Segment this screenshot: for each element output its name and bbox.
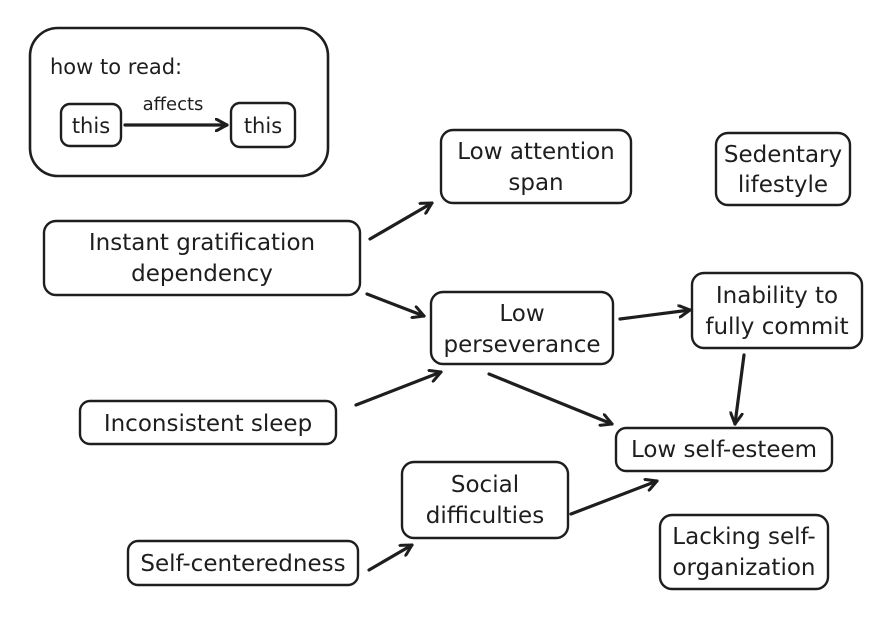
node-social-difficulties-line-1: Social [451, 472, 519, 498]
edge-perseverance-to-commit [618, 310, 692, 321]
node-self-centeredness: Self-centeredness [126, 539, 360, 587]
node-low-self-esteem-label: Low self-esteem [631, 437, 817, 463]
node-social-difficulties-line-2: difficulties [426, 503, 544, 529]
edge-instant-to-perseverance [365, 292, 426, 316]
legend: how to read: this affects this [28, 26, 330, 178]
node-inability-to-commit: Inability to fully commit [690, 271, 864, 350]
node-instant-gratification-line-2: dependency [131, 261, 273, 287]
edge-instant-to-attention [368, 201, 434, 241]
edge-sleep-to-perseverance [354, 372, 443, 407]
node-lacking-self-organization-line-1: Lacking self- [672, 524, 815, 550]
node-low-perseverance-line-2: perseverance [443, 332, 600, 358]
edge-perseverance-to-esteem [487, 372, 614, 424]
node-inability-to-commit-line-2: fully commit [705, 314, 848, 340]
node-low-perseverance-line-1: Low [499, 301, 544, 327]
edges [354, 201, 746, 572]
node-social-difficulties: Social difficulties [400, 460, 570, 540]
node-inability-to-commit-line-1: Inability to [716, 283, 838, 309]
legend-target-box [229, 101, 297, 149]
edge-commit-to-esteem [735, 353, 746, 426]
node-low-attention-span-line-2: span [508, 170, 563, 196]
node-inconsistent-sleep-label: Inconsistent sleep [104, 411, 312, 437]
node-inconsistent-sleep: Inconsistent sleep [78, 399, 338, 446]
node-self-centeredness-label: Self-centeredness [140, 551, 345, 577]
node-low-self-esteem: Low self-esteem [614, 426, 834, 473]
node-lacking-self-organization: Lacking self- organization [658, 513, 830, 591]
node-sedentary-lifestyle-line-1: Sedentary [724, 142, 842, 168]
node-instant-gratification: Instant gratification dependency [42, 219, 362, 297]
edge-social-to-esteem [569, 481, 659, 516]
edge-self-centered-to-social [367, 543, 414, 572]
node-instant-gratification-line-1: Instant gratification [89, 230, 315, 256]
node-low-attention-span-line-1: Low attention [457, 139, 615, 165]
node-lacking-self-organization-line-2: organization [672, 555, 815, 581]
node-low-perseverance: Low perseverance [429, 290, 615, 366]
legend-target-label: this [244, 114, 282, 138]
node-sedentary-lifestyle: Sedentary lifestyle [714, 131, 852, 207]
legend-edge-label: affects [143, 94, 204, 115]
legend-source-label: this [72, 114, 110, 138]
legend-source-box [59, 102, 123, 148]
node-low-attention-span: Low attention span [439, 128, 633, 205]
legend-title: how to read: [50, 55, 182, 79]
node-sedentary-lifestyle-line-2: lifestyle [738, 172, 828, 198]
